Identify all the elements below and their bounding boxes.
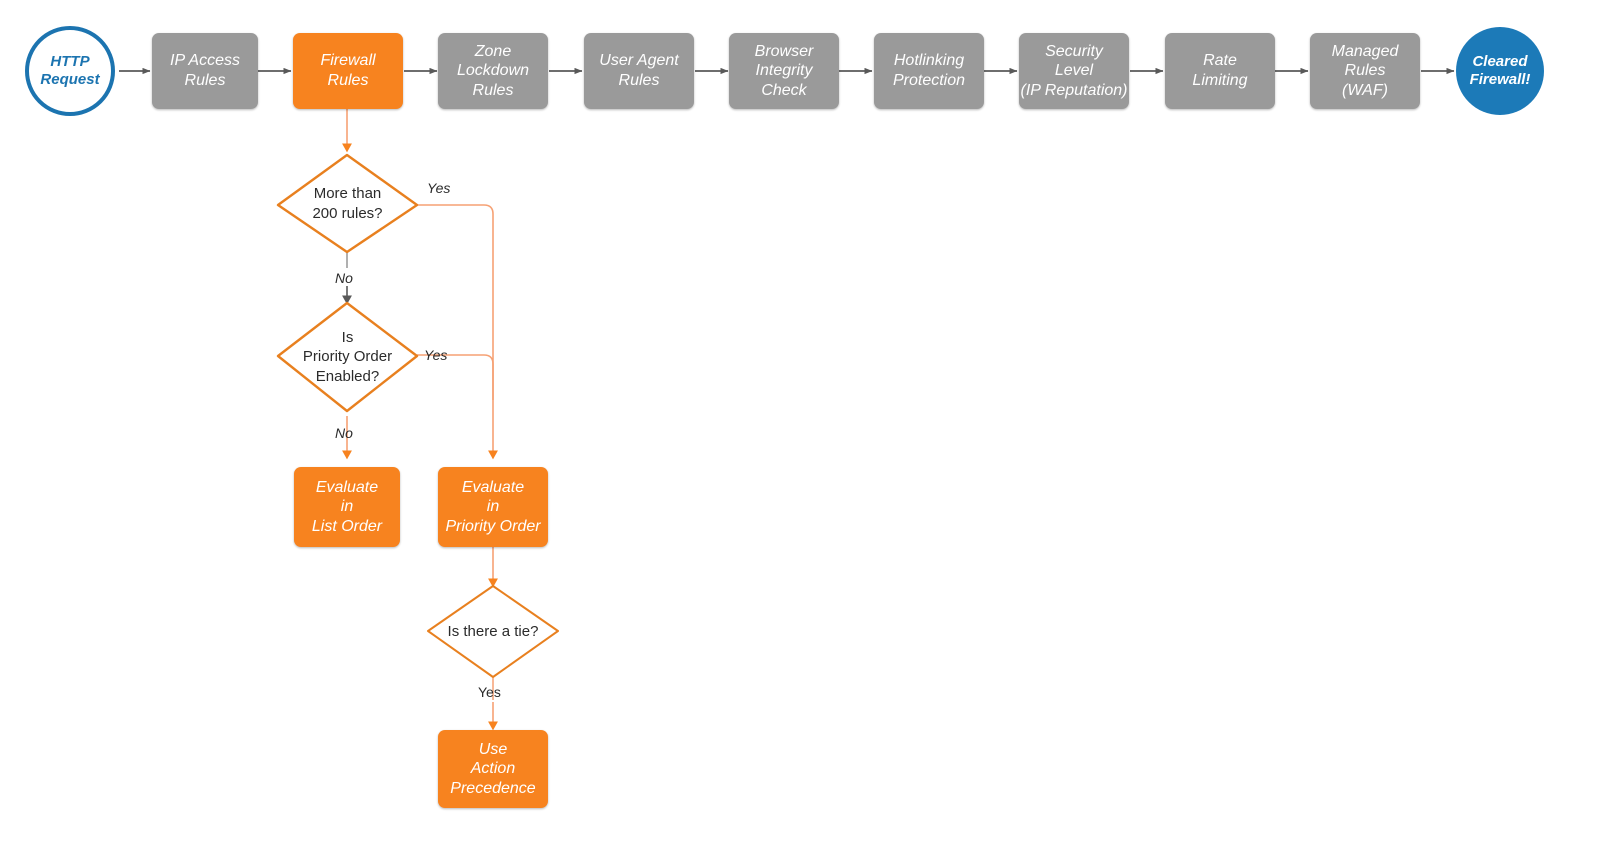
node-managed-rules-waf-label: Managed Rules (WAF) [1331, 42, 1399, 99]
node-firewall-rules[interactable]: Firewall Rules [293, 33, 403, 109]
node-use-action-precedence[interactable]: Use Action Precedence [438, 730, 548, 808]
node-use-action-precedence-label: Use Action Precedence [450, 740, 536, 797]
node-security-level-label: Security Level (IP Reputation) [1020, 42, 1128, 99]
decision-is-there-a-tie[interactable]: Is there a tie? [428, 586, 558, 677]
node-firewall-rules-label: Firewall Rules [320, 52, 376, 89]
decision-is-priority-order-enabled-label: Is Priority Order Enabled? [302, 328, 393, 385]
node-zone-lockdown-rules-label: Zone Lockdown Rules [456, 42, 530, 99]
node-evaluate-in-list-order[interactable]: Evaluate in List Order [294, 467, 400, 547]
edge-label-tie-yes: Yes [478, 684, 501, 700]
node-ip-access-rules[interactable]: IP Access Rules [152, 33, 258, 109]
edge-label-more-than-200-yes: Yes [427, 180, 451, 196]
node-ip-access-rules-label: IP Access Rules [170, 52, 240, 89]
node-browser-integrity-check-label: Browser Integrity Check [754, 42, 814, 99]
node-http-request[interactable]: HTTP Request [25, 26, 115, 116]
node-cleared-firewall-label: Cleared Firewall! [1469, 52, 1531, 88]
node-cleared-firewall[interactable]: Cleared Firewall! [1456, 27, 1544, 115]
node-http-request-label: HTTP Request [40, 52, 100, 88]
node-security-level[interactable]: Security Level (IP Reputation) [1019, 33, 1129, 109]
node-user-agent-rules[interactable]: User Agent Rules [584, 33, 694, 109]
edge-label-priority-order-no: No [335, 425, 353, 441]
node-evaluate-in-priority-order[interactable]: Evaluate in Priority Order [438, 467, 548, 547]
edge-decision1-yes-to-priority [417, 204, 498, 460]
node-rate-limiting[interactable]: Rate Limiting [1165, 33, 1275, 109]
decision-more-than-200-rules-label: More than 200 rules? [312, 185, 383, 222]
node-rate-limiting-label: Rate Limiting [1192, 52, 1248, 89]
node-zone-lockdown-rules[interactable]: Zone Lockdown Rules [438, 33, 548, 109]
node-hotlinking-protection[interactable]: Hotlinking Protection [874, 33, 984, 109]
node-evaluate-in-list-order-label: Evaluate in List Order [311, 478, 383, 535]
node-hotlinking-protection-label: Hotlinking Protection [892, 52, 966, 89]
decision-more-than-200-rules[interactable]: More than 200 rules? [278, 155, 417, 252]
decision-is-priority-order-enabled[interactable]: Is Priority Order Enabled? [278, 303, 417, 411]
decision-is-there-a-tie-label: Is there a tie? [447, 622, 539, 640]
edge-label-priority-order-yes: Yes [424, 347, 448, 363]
node-managed-rules-waf[interactable]: Managed Rules (WAF) [1310, 33, 1420, 109]
node-evaluate-in-priority-order-label: Evaluate in Priority Order [445, 478, 541, 535]
node-user-agent-rules-label: User Agent Rules [599, 52, 679, 89]
node-browser-integrity-check[interactable]: Browser Integrity Check [729, 33, 839, 109]
edge-label-more-than-200-no: No [335, 270, 353, 286]
